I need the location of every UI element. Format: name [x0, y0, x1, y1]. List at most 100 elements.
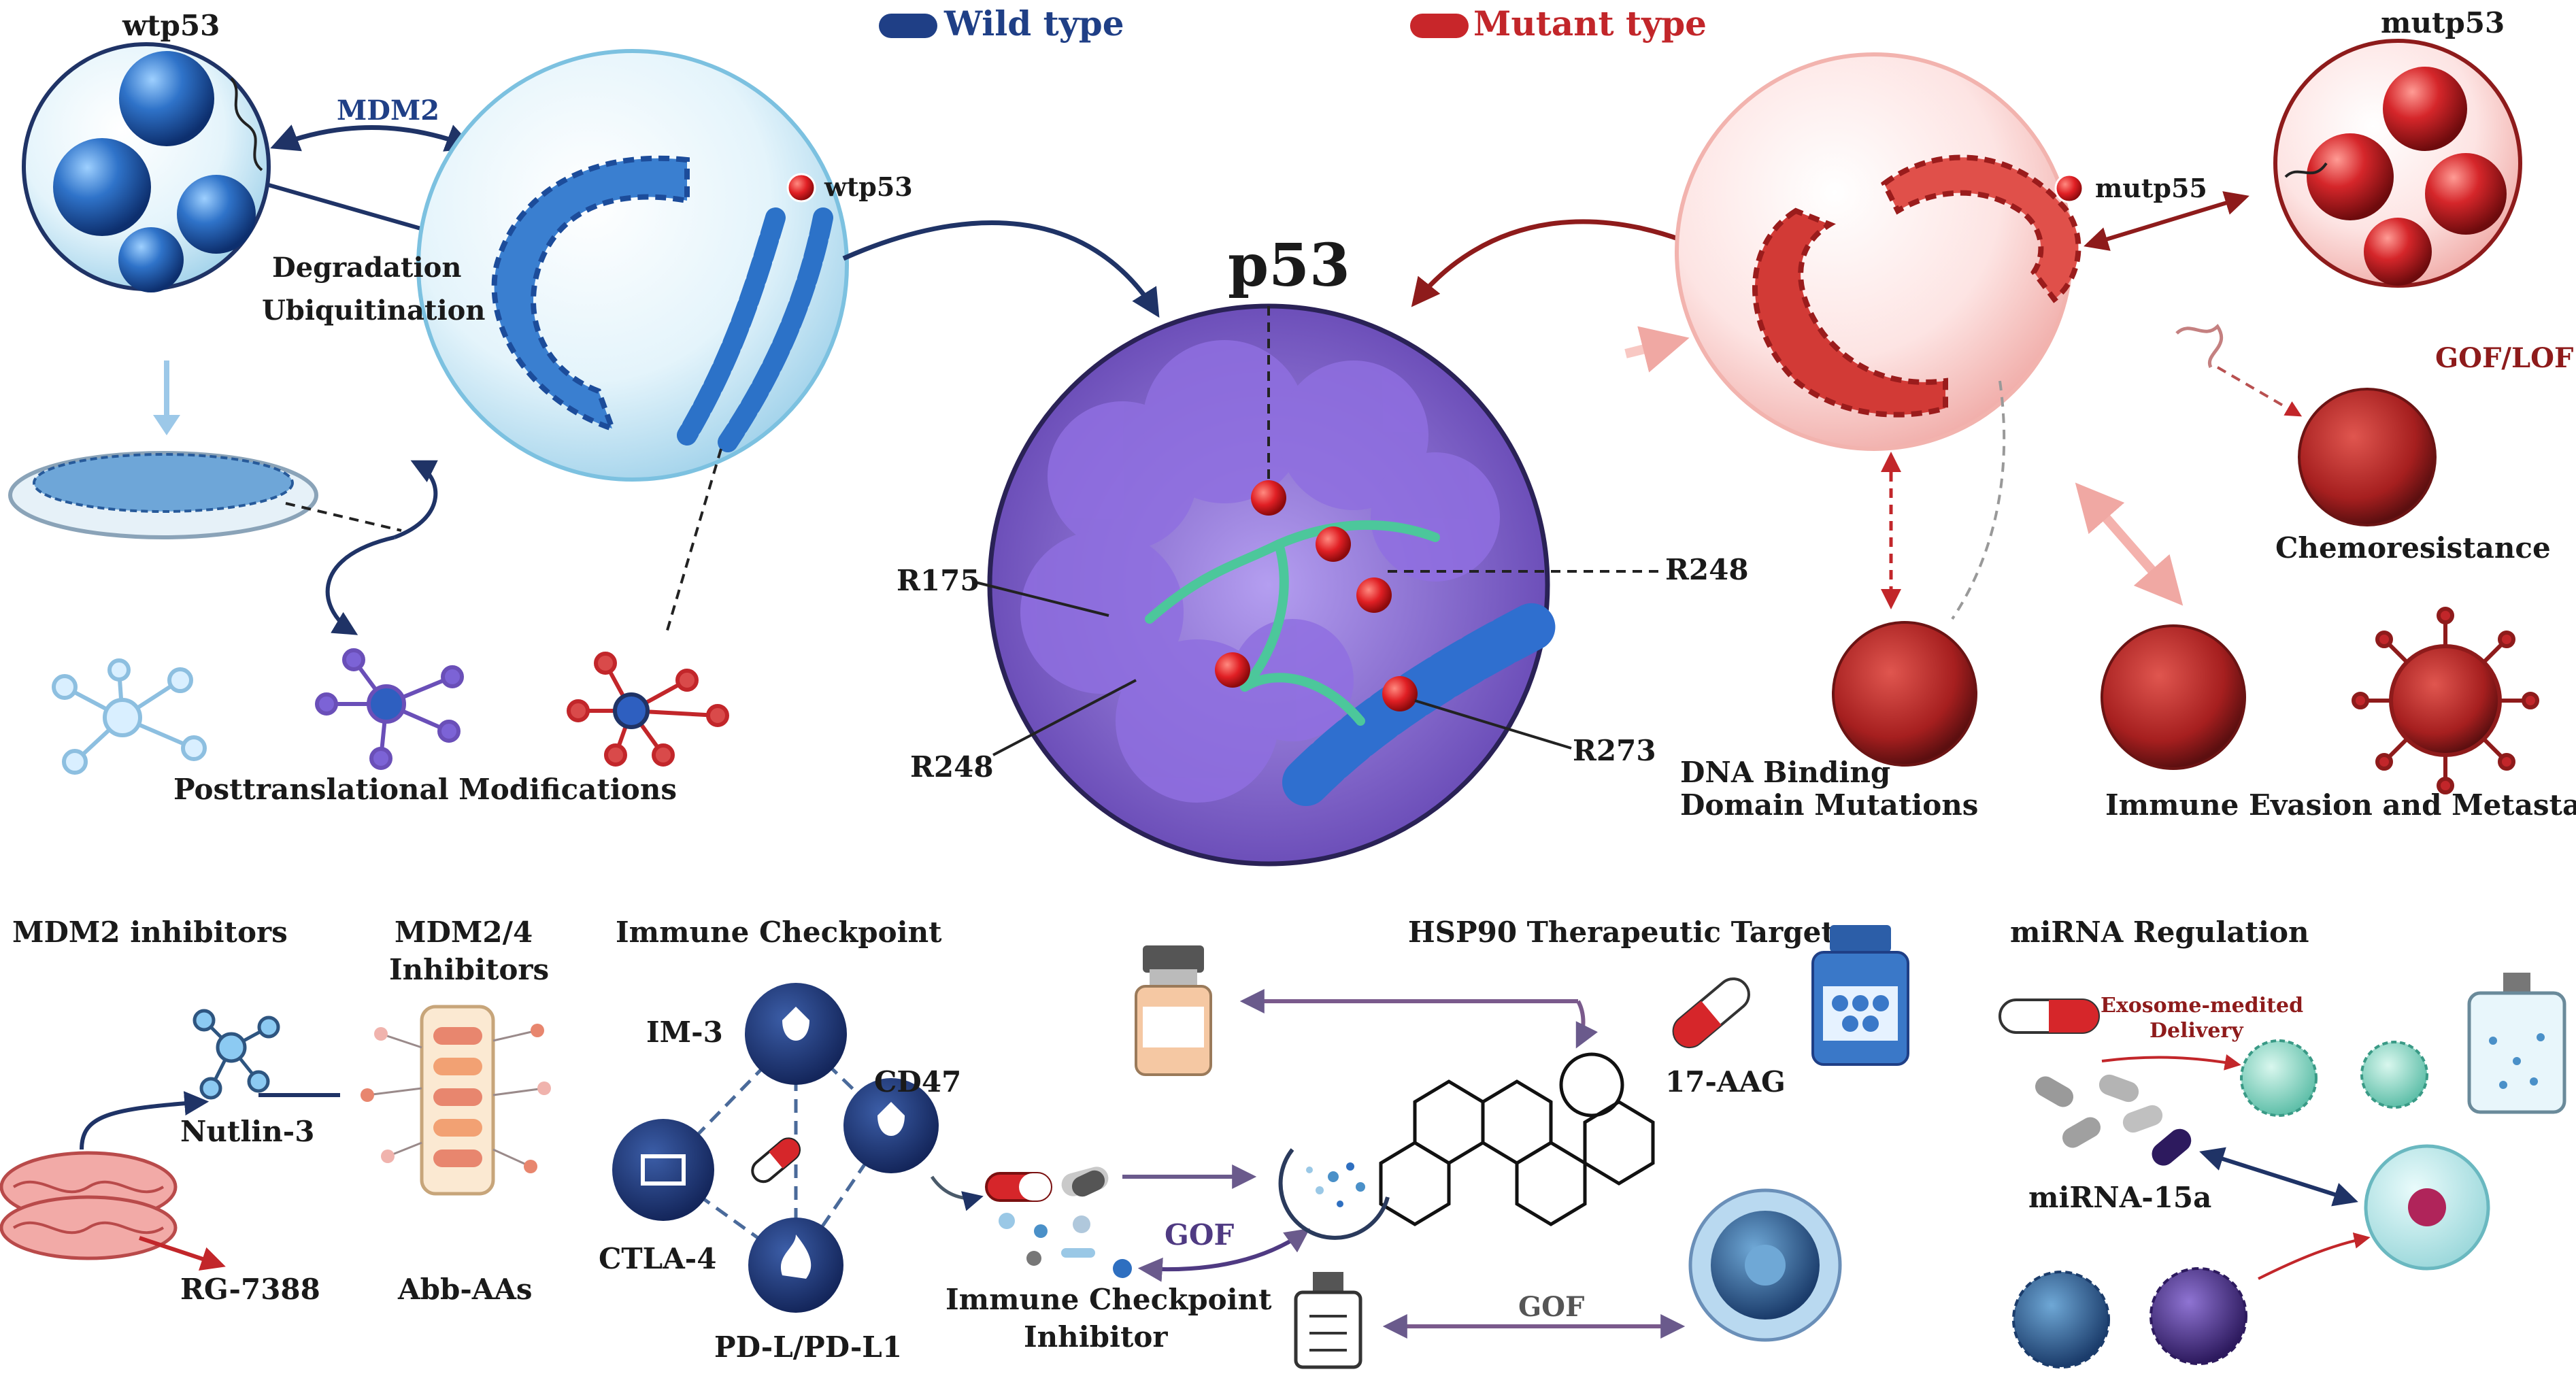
mutp55-marker-label: mutp55 — [2095, 173, 2207, 203]
hsp90-pill-icon — [1672, 977, 1750, 1049]
wtp53-marker-label: wtp53 — [824, 171, 913, 202]
ici-label: Immune Checkpoint — [946, 1283, 1272, 1316]
checkpoint-node-pdl1 — [748, 1218, 843, 1313]
dna-strand-icon — [2284, 162, 2328, 178]
wtp53-helix — [718, 207, 833, 452]
wild-type-swatch — [879, 14, 937, 38]
wtp53-marker-dot — [786, 173, 816, 203]
tumor-cell-dna-binding — [1832, 621, 1977, 767]
wild-type-panel: wtp53 MDM2 wtp53 Degradation Ubiquitinat… — [8, 9, 1160, 806]
wtp53-ball — [177, 175, 256, 254]
tumor-cell-immune — [2101, 624, 2246, 770]
immune-checkpoint-title: Immune Checkpoint — [616, 916, 942, 949]
mutation-hotspot — [1316, 526, 1351, 562]
hsp90-bottle-icon — [1811, 925, 1909, 1066]
strand-icon — [2175, 324, 2224, 369]
mutp55-marker-dot — [2054, 173, 2084, 203]
immune-evasion-label: Immune Evasion and Metastasis — [2105, 788, 2576, 822]
wtp53-protein-structure — [491, 155, 690, 433]
mitochondria-icon — [0, 1151, 178, 1260]
nutlin-molecule-icon — [193, 1009, 280, 1100]
site-pointer — [972, 580, 1109, 617]
site-label-r175: R175 — [897, 564, 980, 597]
mutp53-ball — [2364, 218, 2432, 286]
abb-label: Abb-AAs — [397, 1273, 533, 1306]
ptm-molecule-icon — [52, 658, 207, 775]
wtp53-protein-bubble — [416, 49, 849, 482]
target-scatter-icon — [1278, 1148, 1390, 1240]
dna-binding-label: DNA Binding — [1680, 756, 1890, 789]
dna-binding-label: Domain Mutations — [1680, 788, 1978, 822]
virus-cell-purple — [2150, 1267, 2247, 1365]
faded-arrow — [1624, 326, 1690, 373]
site-label-r248: R248 — [1665, 553, 1749, 586]
ubiquitination-label: Ubiquitination — [262, 295, 485, 326]
dashed-connector — [1951, 380, 2006, 620]
mutp53-protein-structure — [1752, 207, 1948, 418]
inhibitor-pills-icon — [985, 1167, 1132, 1278]
therapy-panel: MDM2 inhibitors Nutlin-3 RG-7388 MDM2/4 … — [0, 916, 2566, 1369]
immune-evasion-arrow — [2075, 482, 2184, 606]
immune-cell-icon — [1688, 1188, 1842, 1342]
mutant-type-swatch — [1410, 14, 1469, 38]
site-label-r273: R273 — [1573, 734, 1656, 767]
p53-title: p53 — [1228, 231, 1350, 300]
mirna-jar-icon — [2467, 973, 2566, 1114]
mutp53-ball — [2425, 153, 2507, 235]
mdm2-arrow — [270, 124, 475, 152]
gof-left-label: GOF — [1165, 1218, 1234, 1252]
checkpoint-node-im3 — [745, 983, 847, 1085]
mutp53-protein-structure — [1880, 154, 2081, 303]
mutation-hotspot — [1382, 676, 1418, 711]
checkpoint-arrow — [930, 1175, 984, 1211]
hsp90-title: HSP90 Therapeutic Target — [1408, 916, 1835, 949]
dashed-connector — [285, 502, 402, 532]
center-arrow-left — [842, 220, 1160, 318]
mutation-hotspot — [1251, 480, 1286, 516]
ctla4-label: CTLA-4 — [599, 1242, 716, 1275]
nutlin-arrow — [80, 1091, 210, 1150]
gof-lof-label: GOF/LOF — [2435, 342, 2573, 374]
mutp53-ball — [2307, 133, 2394, 220]
exosome-cell — [2240, 1039, 2318, 1117]
mdm24-capsule-panel — [361, 1005, 551, 1196]
mirna-capsules-icon — [2035, 1074, 2192, 1166]
wtp53-ball — [118, 227, 184, 292]
petri-dish-contents — [33, 453, 294, 513]
reagent-bottle-icon — [1294, 1272, 1362, 1369]
wild-type-label: Wild type — [943, 3, 1124, 44]
mirna-regulation-title: miRNA Regulation — [2010, 916, 2309, 949]
wtp53-helix — [677, 207, 786, 446]
nutlin-label: Nutlin-3 — [180, 1115, 314, 1148]
checkpoint-node-cd47 — [843, 1078, 939, 1173]
mutation-hotspot — [1215, 652, 1250, 688]
wtp53-title: wtp53 — [122, 9, 220, 42]
mdm24-title: Inhibitors — [389, 953, 549, 986]
dashed-connector — [2216, 366, 2303, 417]
rg-arrow — [139, 1236, 226, 1271]
mutation-hotspot — [1356, 577, 1392, 613]
mirna-arrow — [2199, 1147, 2358, 1207]
mirna15a-label: miRNA-15a — [2028, 1181, 2211, 1214]
aag-label: 17-AAG — [1665, 1065, 1786, 1098]
gof-return-arrow — [1137, 1228, 1310, 1282]
exosome-label: Delivery — [2150, 1019, 2244, 1043]
mdm2-label: MDM2 — [337, 95, 439, 127]
dna-strand-icon — [230, 77, 263, 171]
mutant-type-label: Mutant type — [1473, 3, 1707, 44]
chemoresistance-label: Chemoresistance — [2275, 531, 2551, 565]
pdl1-label: PD-L/PD-L1 — [714, 1330, 902, 1364]
vial-icon — [1135, 945, 1212, 1076]
legend: Wild type Mutant type — [879, 3, 1707, 44]
wtp53-ball — [119, 51, 214, 146]
curved-arrow — [393, 460, 438, 539]
gof-bottom-label: GOF — [1518, 1291, 1584, 1323]
tumor-cell-chemoresistance — [2298, 388, 2437, 526]
vial-arrow — [1575, 1000, 1598, 1049]
down-arrow-icon — [153, 415, 180, 435]
pill-icon — [751, 1137, 801, 1184]
checkpoint-node-ctla4 — [612, 1119, 714, 1221]
target-cell-icon — [2364, 1144, 2490, 1271]
ptm-molecule-icon — [567, 652, 729, 767]
